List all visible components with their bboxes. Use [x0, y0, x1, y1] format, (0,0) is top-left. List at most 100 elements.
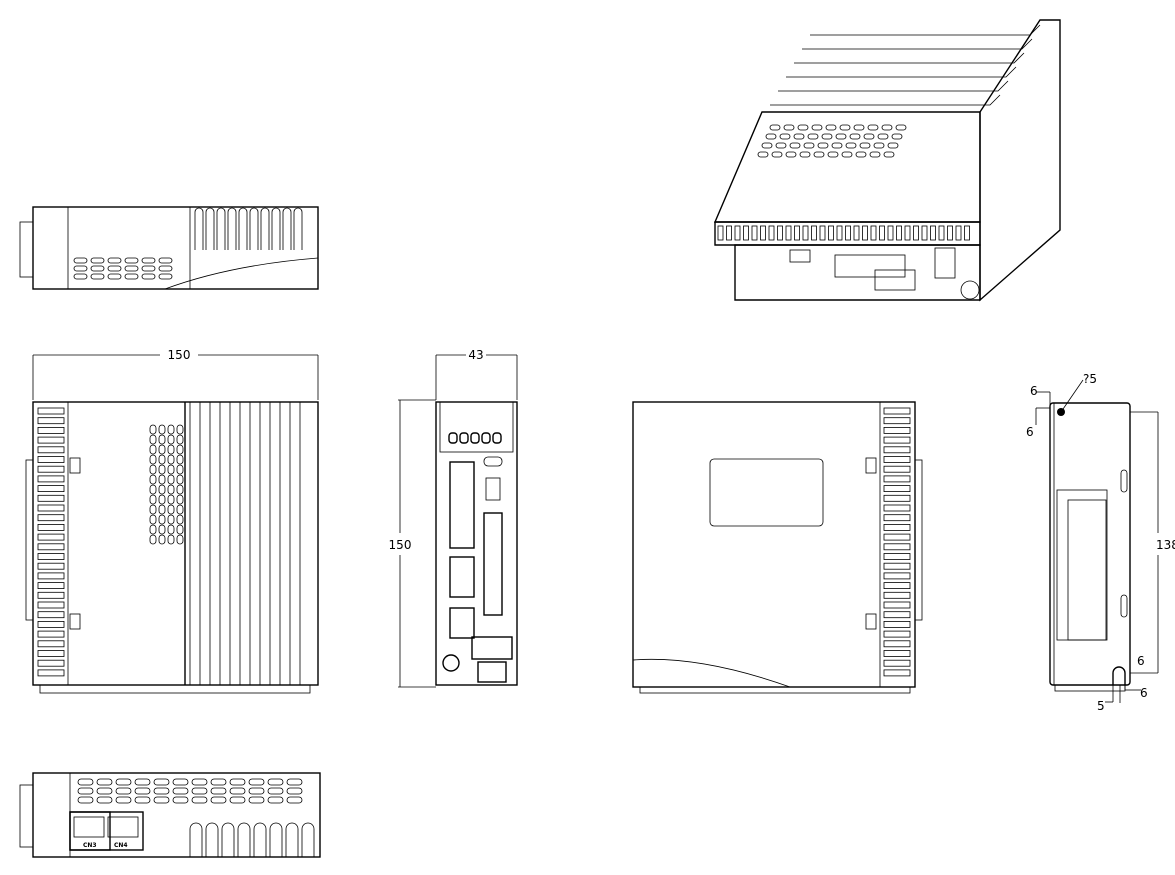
vent-slot: [883, 485, 911, 493]
vent-slot: [134, 796, 151, 804]
bottom-offset-y: 6: [1137, 654, 1145, 668]
vent-slot: [726, 225, 732, 241]
heatsink-fin: [293, 207, 303, 250]
vent-slot: [77, 787, 94, 795]
vent-oval: [176, 474, 184, 485]
vent-slot: [883, 621, 911, 628]
vent-slot: [783, 124, 795, 131]
vent-slot: [803, 142, 815, 149]
heatsink-fin: [221, 822, 235, 857]
vent-slot: [779, 133, 791, 140]
vent-oval: [167, 514, 175, 525]
status-led: [492, 432, 502, 444]
vent-oval: [167, 454, 175, 465]
vent-slot: [839, 124, 851, 131]
vent-slot: [799, 151, 811, 158]
vent-slot: [96, 796, 113, 804]
vent-oval: [149, 504, 157, 515]
vent-slot: [229, 778, 246, 786]
port-label-cn3: CN3: [83, 842, 97, 849]
vent-slot: [286, 787, 303, 795]
top-offset-x: 6: [1030, 384, 1038, 398]
vent-slot: [751, 225, 758, 241]
vent-slot: [267, 796, 284, 804]
status-led: [481, 432, 491, 444]
vent-oval: [149, 434, 157, 445]
heatsink-fin: [778, 80, 1009, 92]
vent-slot: [859, 142, 871, 149]
vent-slot: [267, 787, 284, 795]
vent-slot: [229, 787, 246, 795]
vent-slot: [891, 133, 903, 140]
rear-view: 6 6 ?5 138 6 5 6: [1026, 372, 1175, 713]
vent-slot: [849, 133, 861, 140]
heatsink-fin: [301, 822, 315, 857]
vent-slot: [37, 465, 65, 473]
vent-oval: [158, 444, 166, 455]
vent-oval: [158, 514, 166, 525]
vent-slot: [845, 142, 857, 149]
vent-slot: [883, 514, 911, 522]
vent-slot: [883, 582, 911, 589]
vent-slot: [883, 572, 911, 580]
vent-slot: [777, 225, 783, 241]
rj45-port-cn3: [73, 816, 105, 838]
vent-oval: [149, 474, 157, 485]
vent-slot: [794, 225, 800, 241]
vent-slot: [887, 142, 899, 149]
vent-slot: [286, 796, 303, 804]
vent-slot: [883, 562, 911, 570]
vent-oval: [176, 454, 184, 465]
vent-slot: [37, 426, 65, 434]
vent-oval: [149, 444, 157, 455]
vent-slot: [883, 640, 911, 648]
vent-slot: [883, 465, 911, 473]
vent-slot: [785, 225, 792, 241]
vent-slot: [37, 582, 65, 589]
vent-slot: [828, 225, 834, 241]
vent-slot: [775, 142, 787, 149]
vent-slot: [802, 225, 809, 241]
vent-slot: [883, 456, 911, 463]
vent-slot: [789, 142, 801, 149]
vent-slot: [37, 562, 65, 570]
vent-slot: [90, 273, 105, 280]
vent-oval: [176, 444, 184, 455]
vent-slot: [879, 225, 885, 241]
vent-slot: [115, 778, 132, 786]
heatsink-fin: [260, 207, 270, 250]
bottom-width-b: 6: [1140, 686, 1148, 700]
vent-oval: [149, 424, 157, 435]
vent-slot: [883, 533, 911, 541]
vent-slot: [158, 273, 173, 280]
heatsink-fin: [271, 207, 281, 250]
vent-slot: [819, 225, 826, 241]
vent-slot: [158, 265, 173, 272]
vent-slot: [141, 265, 156, 272]
vent-oval: [176, 424, 184, 435]
vent-slot: [210, 778, 227, 786]
vent-slot: [771, 151, 783, 158]
vent-slot: [853, 124, 865, 131]
vent-slot: [877, 133, 889, 140]
vent-slot: [831, 142, 843, 149]
vent-oval: [176, 514, 184, 525]
vent-slot: [743, 225, 749, 241]
vent-slot: [90, 265, 105, 272]
vent-slot: [124, 273, 139, 280]
vent-oval: [149, 484, 157, 495]
vent-oval: [158, 504, 166, 515]
vent-slot: [734, 225, 741, 241]
vent-slot: [765, 133, 777, 140]
heatsink-fin: [269, 822, 283, 857]
vent-slot: [73, 273, 88, 280]
vent-slot: [883, 601, 911, 609]
vent-slot: [841, 151, 853, 158]
vent-oval: [149, 524, 157, 535]
vent-oval: [167, 494, 175, 505]
vent-slot: [77, 796, 94, 804]
heatsink-fin: [770, 94, 1001, 106]
vent-slot: [158, 257, 173, 264]
vent-oval: [149, 464, 157, 475]
vent-slot: [862, 225, 868, 241]
